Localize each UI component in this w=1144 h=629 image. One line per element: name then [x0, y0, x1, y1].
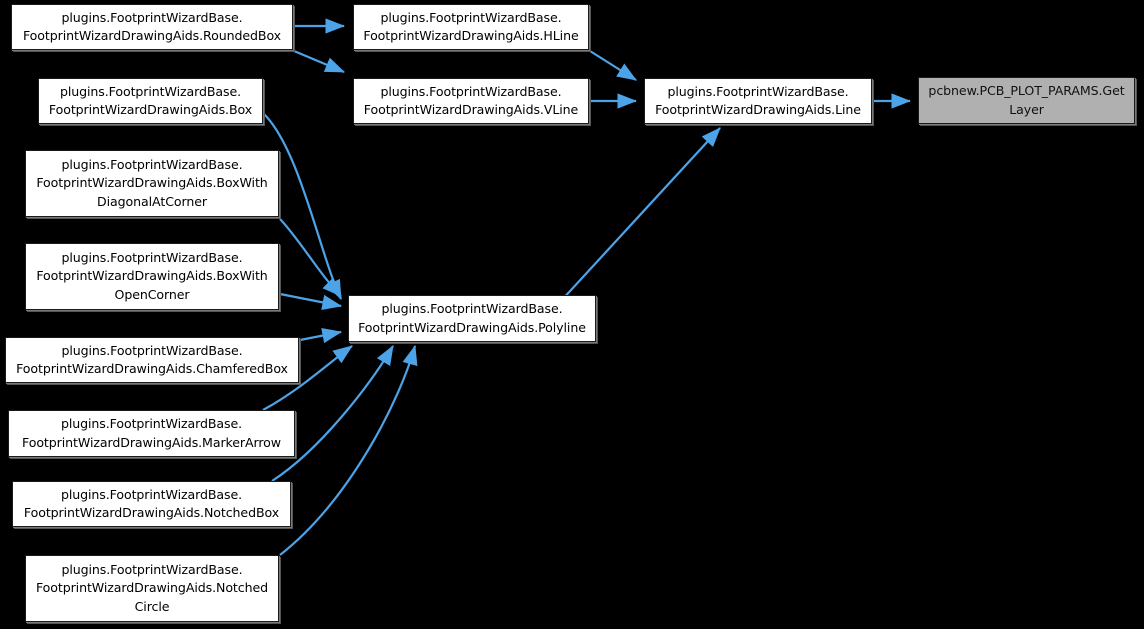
edge-roundedbox-vline — [293, 49, 346, 74]
node-label: plugins.FootprintWizardBase. FootprintWi… — [36, 156, 268, 209]
node-polyline[interactable]: plugins.FootprintWizardBase. FootprintWi… — [348, 295, 596, 342]
node-label: plugins.FootprintWizardBase. FootprintWi… — [35, 561, 269, 614]
node-label: pcbnew.PCB_PLOT_PARAMS.Get Layer — [928, 83, 1125, 117]
node-line[interactable]: plugins.FootprintWizardBase. FootprintWi… — [644, 78, 872, 124]
node-label: plugins.FootprintWizardBase. FootprintWi… — [16, 342, 288, 377]
edge-boxwithdiagonalatcorner-polyline — [279, 218, 342, 297]
node-roundedbox[interactable]: plugins.FootprintWizardBase. FootprintWi… — [11, 4, 293, 50]
node-label: plugins.FootprintWizardBase. FootprintWi… — [363, 83, 579, 118]
node-boxwithopencorner[interactable]: plugins.FootprintWizardBase. FootprintWi… — [25, 243, 279, 310]
node-vline[interactable]: plugins.FootprintWizardBase. FootprintWi… — [353, 78, 589, 124]
node-label: plugins.FootprintWizardBase. FootprintWi… — [22, 416, 281, 450]
edge-notchedbox-polyline — [271, 345, 394, 482]
node-label: plugins.FootprintWizardBase. FootprintWi… — [655, 83, 861, 118]
node-box[interactable]: plugins.FootprintWizardBase. FootprintWi… — [38, 78, 263, 124]
node-label: plugins.FootprintWizardBase. FootprintWi… — [23, 486, 280, 521]
edge-hline-line — [589, 50, 637, 81]
node-markerarrow[interactable]: plugins.FootprintWizardBase. FootprintWi… — [8, 410, 295, 457]
node-hline[interactable]: plugins.FootprintWizardBase. FootprintWi… — [353, 4, 589, 50]
node-notchedbox[interactable]: plugins.FootprintWizardBase. FootprintWi… — [12, 481, 291, 527]
node-label: plugins.FootprintWizardBase. FootprintWi… — [358, 301, 586, 335]
edge-polyline-line — [559, 127, 721, 303]
node-boxwithdiagonalatcorner[interactable]: plugins.FootprintWizardBase. FootprintWi… — [25, 150, 279, 217]
node-label: plugins.FootprintWizardBase. FootprintWi… — [48, 83, 253, 118]
edge-chamferedbox-polyline — [299, 328, 343, 344]
node-label: plugins.FootprintWizardBase. FootprintWi… — [36, 249, 268, 302]
node-label: plugins.FootprintWizardBase. FootprintWi… — [363, 9, 579, 44]
node-label: plugins.FootprintWizardBase. FootprintWi… — [22, 9, 282, 44]
node-chamferedbox[interactable]: plugins.FootprintWizardBase. FootprintWi… — [5, 337, 299, 383]
node-notchedcircle[interactable]: plugins.FootprintWizardBase. FootprintWi… — [25, 555, 279, 622]
edge-markerarrow-polyline — [262, 345, 353, 411]
edge-notchedcircle-polyline — [279, 344, 418, 556]
node-getlayer[interactable]: pcbnew.PCB_PLOT_PARAMS.Get Layer — [918, 77, 1135, 124]
edge-boxwithopencorner-polyline — [279, 292, 343, 310]
